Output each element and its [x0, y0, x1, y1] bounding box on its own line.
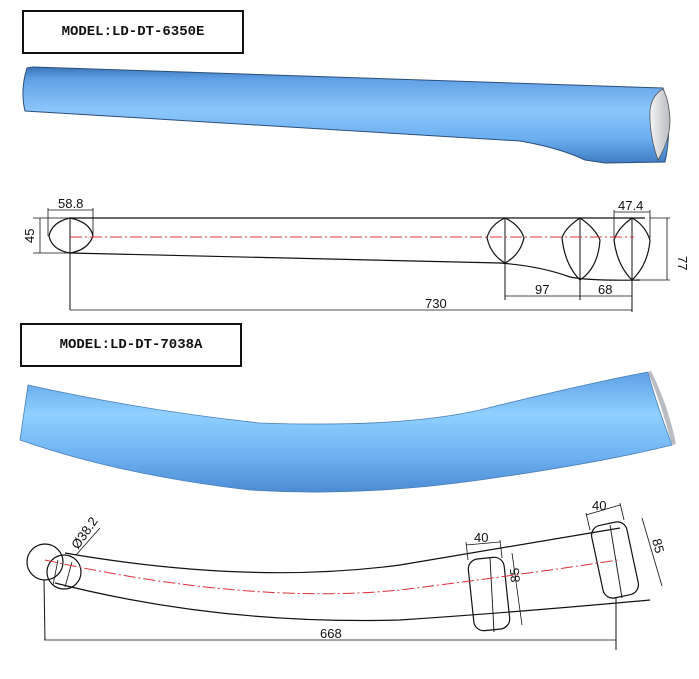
- dim-overall-length: 730: [425, 296, 447, 311]
- dim-rear-height: 77: [675, 256, 690, 270]
- model-label-ld-dt-7038a: MODEL:LD-DT-7038A: [20, 323, 242, 367]
- dim-overall-length-2: 668: [320, 626, 342, 641]
- dim-rear-width: 47.4: [618, 198, 643, 213]
- dim-front-height: 45: [22, 229, 37, 243]
- model1-2d-drawing: [33, 208, 670, 312]
- model2-centerline: [44, 559, 619, 595]
- dim-rear-width-2: 40: [592, 498, 606, 513]
- dim-rear-section-length: 68: [598, 282, 612, 297]
- dim-rear-height-2: 85: [649, 537, 667, 555]
- dim-front-width: 58.8: [58, 196, 83, 211]
- model2-2d-drawing: [26, 502, 663, 650]
- model1-3d-render: [22, 66, 671, 164]
- model-label-text: MODEL:LD-DT-6350E: [61, 24, 205, 40]
- dim-transition-length: 97: [535, 282, 549, 297]
- model-label-ld-dt-6350e: MODEL:LD-DT-6350E: [22, 10, 244, 54]
- model-label-text: MODEL:LD-DT-7038A: [59, 337, 203, 353]
- model2-3d-render: [19, 371, 676, 493]
- dim-mid-height: 85: [507, 567, 523, 583]
- dim-mid-width: 40: [474, 530, 488, 545]
